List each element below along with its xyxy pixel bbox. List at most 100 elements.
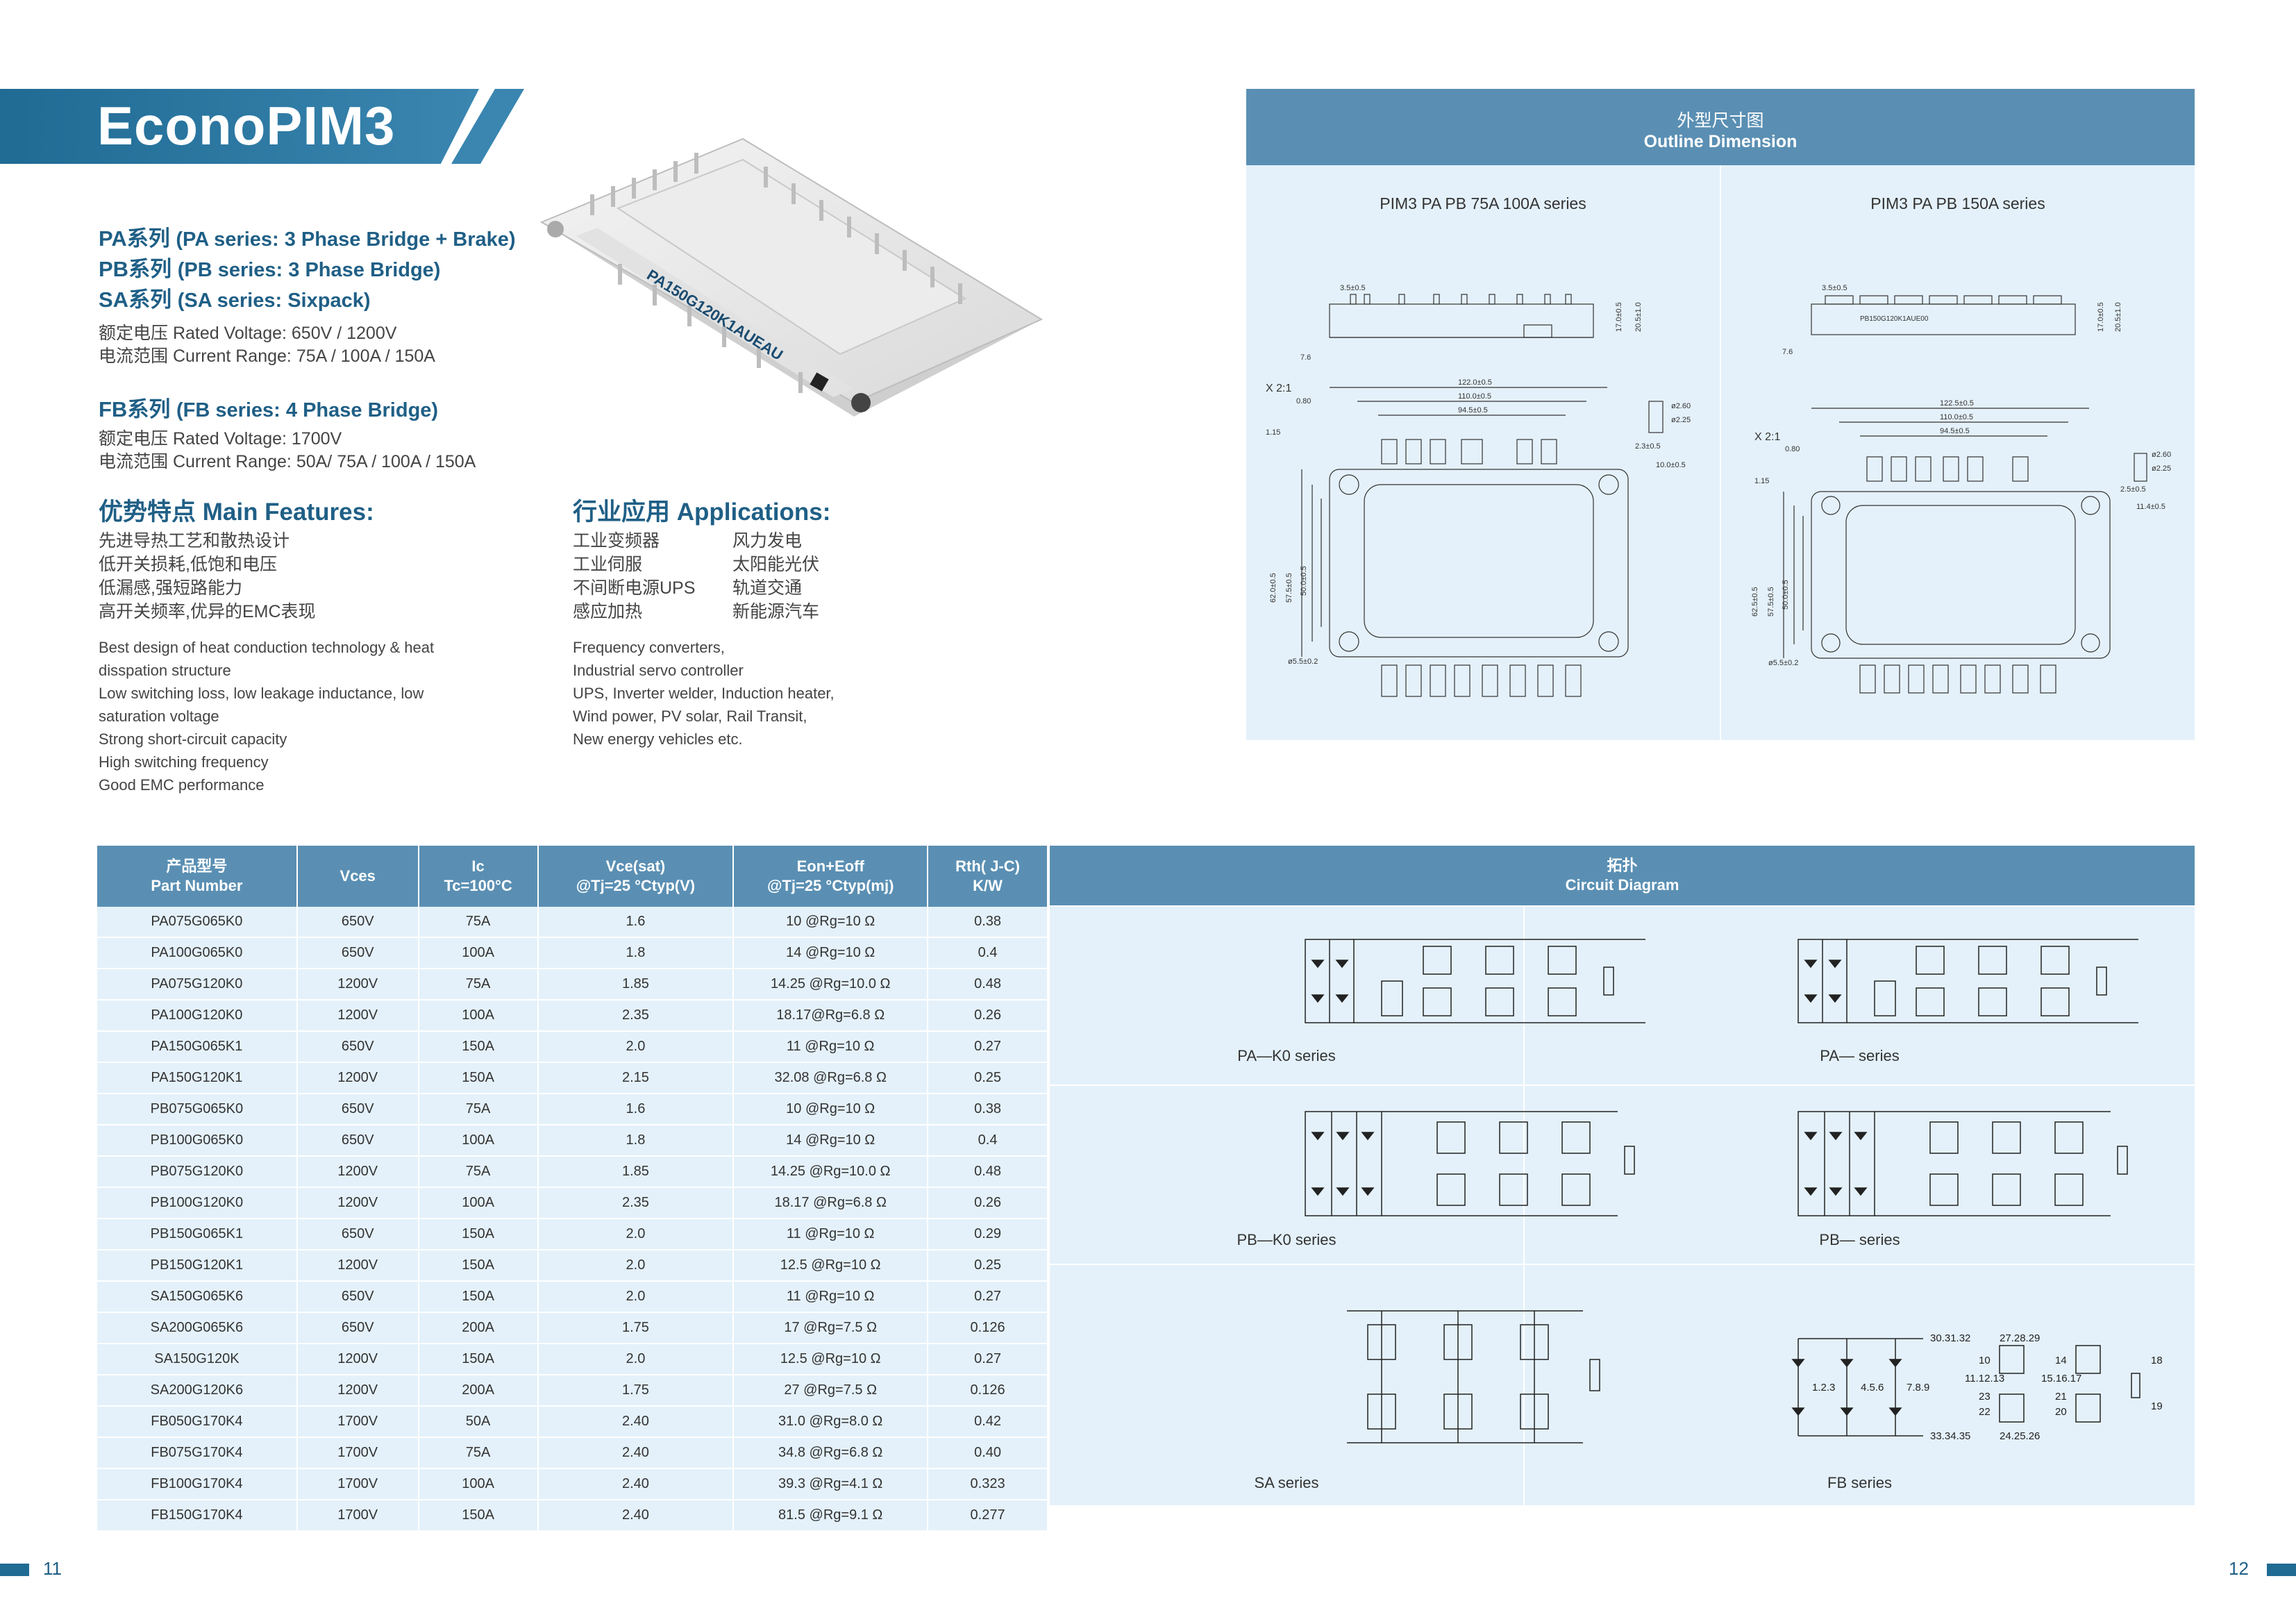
cell-eon-eoff: 11 @Rg=10 Ω bbox=[733, 1281, 929, 1313]
cell-ic: 150A bbox=[418, 1343, 539, 1375]
cell-ic: 200A bbox=[418, 1312, 539, 1344]
application-cn-item: 工业变频器 bbox=[573, 531, 660, 551]
cell-eon-eoff: 11 @Rg=10 Ω bbox=[733, 1219, 929, 1250]
cell-part-number: PA075G065K0 bbox=[97, 907, 298, 938]
dim-base: 7.6 bbox=[1300, 353, 1311, 362]
cell-part-number: FB075G170K4 bbox=[97, 1437, 298, 1469]
dim-h1: 62.0±0.5 bbox=[1269, 573, 1277, 603]
cell-rth: 0.27 bbox=[928, 1343, 1048, 1375]
circuit-cell-fb bbox=[1525, 1265, 2195, 1505]
outline-title-cn: 外型尺寸图 bbox=[1677, 111, 1764, 131]
cell-eon-eoff: 14.25 @Rg=10.0 Ω bbox=[733, 1156, 929, 1188]
cell-part-number: FB100G170K4 bbox=[97, 1468, 298, 1500]
cell-vcesat: 1.8 bbox=[537, 937, 735, 969]
fb-label: 7.8.9 bbox=[1907, 1382, 1929, 1393]
dim-pin2: ø2.25 bbox=[1671, 416, 1691, 424]
dim-pin2: ø2.25 bbox=[2152, 464, 2171, 473]
dim-hole: ø5.5±0.2 bbox=[1288, 658, 1318, 666]
cell-rth: 0.29 bbox=[928, 1219, 1048, 1250]
cell-eon-eoff: 31.0 @Rg=8.0 Ω bbox=[733, 1406, 929, 1438]
feature-cn-item: 低开关损耗,低饱和电压 bbox=[99, 555, 277, 574]
series-pa-en: (PA series: 3 Phase Bridge + Brake) bbox=[176, 228, 516, 251]
fb-label: 19 bbox=[2151, 1400, 2163, 1412]
applications-heading: 行业应用 Applications: bbox=[573, 499, 831, 526]
cell-rth: 0.48 bbox=[928, 1156, 1048, 1188]
cell-vces: 650V bbox=[296, 1031, 419, 1063]
series-pa: PA系列 (PA series: 3 Phase Bridge + Brake) bbox=[99, 221, 516, 252]
page-number-right: 12 bbox=[2229, 1558, 2249, 1579]
dim-h2: 57.5±0.5 bbox=[1285, 573, 1293, 603]
cell-vcesat: 2.35 bbox=[537, 1187, 735, 1219]
fb-label: 14 bbox=[2055, 1355, 2067, 1366]
cell-rth: 0.26 bbox=[928, 1187, 1048, 1219]
cell-part-number: PB150G120K1 bbox=[97, 1250, 298, 1282]
feature-en-item: Good EMC performance bbox=[99, 776, 265, 794]
top-view bbox=[1783, 408, 2111, 694]
series-pb: PB系列 (PB series: 3 Phase Bridge) bbox=[99, 251, 440, 283]
cell-eon-eoff: 18.17 @Rg=6.8 Ω bbox=[733, 1187, 929, 1219]
fb-label: 27.28.29 bbox=[2000, 1332, 2040, 1344]
cell-rth: 0.126 bbox=[928, 1312, 1048, 1344]
cell-eon-eoff: 10 @Rg=10 Ω bbox=[733, 907, 929, 938]
application-cn-item: 不间断电源UPS bbox=[573, 578, 696, 598]
dim-w3: 94.5±0.5 bbox=[1458, 406, 1488, 415]
cell-rth: 0.38 bbox=[928, 907, 1048, 938]
dim-w1: 122.0±0.5 bbox=[1458, 378, 1492, 387]
cell-ic: 100A bbox=[418, 1187, 539, 1219]
dim-pin1: ø2.60 bbox=[2152, 451, 2171, 459]
series-sa: SA系列 (SA series: Sixpack) bbox=[99, 282, 370, 313]
cell-ic: 100A bbox=[418, 1125, 539, 1157]
cell-vces: 650V bbox=[296, 1094, 419, 1125]
cell-eon-eoff: 39.3 @Rg=4.1 Ω bbox=[733, 1468, 929, 1500]
page-marker-left bbox=[0, 1564, 29, 1576]
cell-ic: 150A bbox=[418, 1219, 539, 1250]
cell-part-number: SA200G065K6 bbox=[97, 1312, 298, 1344]
feature-en-item: Low switching loss, low leakage inductan… bbox=[99, 685, 424, 702]
cell-part-number: PB100G065K0 bbox=[97, 1125, 298, 1157]
dim-h1: 62.5±0.5 bbox=[1751, 587, 1759, 617]
circuit-diagram-pa-k0 bbox=[1305, 939, 1645, 1023]
series-sa-en: (SA series: Sixpack) bbox=[177, 290, 371, 312]
cell-rth: 0.4 bbox=[928, 1125, 1048, 1157]
cell-ic: 75A bbox=[418, 1437, 539, 1469]
features-cn-list: 先进导热工艺和散热设计 低开关损耗,低饱和电压 低漏感,强短路能力 高开关频率,… bbox=[99, 529, 316, 623]
cell-vces: 1700V bbox=[296, 1468, 419, 1500]
dim-h3: 50.0±0.5 bbox=[1300, 566, 1308, 596]
circuit-cell-pa-k0 bbox=[1050, 907, 1523, 1085]
application-cn-item: 新能源汽车 bbox=[732, 602, 820, 621]
application-en-item: New energy vehicles etc. bbox=[573, 730, 743, 748]
circuit-caption-sa: SA series bbox=[1254, 1474, 1319, 1491]
dim-pin1: ø2.60 bbox=[1671, 402, 1691, 410]
cell-ic: 100A bbox=[418, 1468, 539, 1500]
cell-vcesat: 1.6 bbox=[537, 907, 735, 938]
circuit-cell-pa bbox=[1525, 907, 2195, 1085]
application-en-item: Wind power, PV solar, Rail Transit, bbox=[573, 708, 807, 725]
cell-ic: 150A bbox=[418, 1062, 539, 1094]
cell-vces: 1200V bbox=[296, 1156, 419, 1188]
cell-part-number: SA150G120K bbox=[97, 1343, 298, 1375]
cell-vces: 650V bbox=[296, 907, 419, 938]
cell-vces: 650V bbox=[296, 1312, 419, 1344]
dim-scale: X 2:1 bbox=[1754, 431, 1780, 443]
page-title: EconoPIM3 bbox=[97, 95, 396, 156]
application-cn-item: 风力发电 bbox=[732, 531, 803, 551]
cell-part-number: PB075G120K0 bbox=[97, 1156, 298, 1188]
cell-eon-eoff: 14 @Rg=10 Ω bbox=[733, 1125, 929, 1157]
cell-part-number: PA100G065K0 bbox=[97, 937, 298, 969]
cell-vcesat: 2.40 bbox=[537, 1500, 735, 1532]
circuit-caption-pb-k0: PB—K0 series bbox=[1237, 1231, 1336, 1248]
cell-ic: 75A bbox=[418, 907, 539, 938]
cell-vces: 1200V bbox=[296, 1187, 419, 1219]
dim-t2: 1.15 bbox=[1266, 428, 1280, 437]
cell-rth: 0.48 bbox=[928, 969, 1048, 1001]
cell-rth: 0.4 bbox=[928, 937, 1048, 969]
